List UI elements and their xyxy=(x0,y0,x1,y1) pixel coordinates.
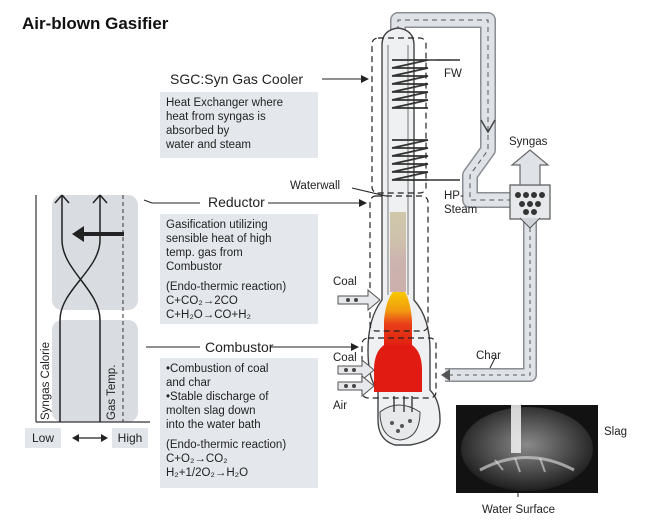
reductor-heading: Reductor xyxy=(208,194,265,210)
air-label: Air xyxy=(333,400,348,412)
syngas-filter xyxy=(509,149,551,229)
reductor-line: sensible heat of high xyxy=(166,233,272,245)
slag-label: Slag xyxy=(604,426,628,438)
combustor-flame xyxy=(374,345,422,392)
gas-temp-axis-label: Gas Temp. xyxy=(106,364,118,420)
sgc-line: absorbed by xyxy=(166,125,230,137)
combustor-description: •Combustion of coal and char •Stable dis… xyxy=(160,358,318,488)
sgc-line: water and steam xyxy=(166,139,252,151)
reductor-reaction: C+H₂O→CO+H₂ xyxy=(166,309,251,321)
syngas-label: Syngas xyxy=(509,136,548,148)
reductor-line: Gasification utilizing xyxy=(166,219,268,231)
slag-photo xyxy=(456,405,598,493)
sgc-heading: SGC:Syn Gas Cooler xyxy=(170,71,304,87)
hp-steam-label-1: HP- xyxy=(444,190,464,202)
reductor-reaction: C+CO₂→2CO xyxy=(166,295,238,307)
sgc-description: Heat Exchanger where heat from syngas is… xyxy=(160,92,318,158)
high-label: High xyxy=(112,428,148,448)
water-surface-label: Water Surface xyxy=(482,504,556,516)
combustor-line: into the water bath xyxy=(166,419,261,431)
combustor-line: •Stable discharge of xyxy=(166,391,269,403)
combustor-line: and char xyxy=(166,377,211,389)
reductor-flame xyxy=(384,292,412,345)
combustor-line: •Combustion of coal xyxy=(166,363,269,375)
reductor-line: temp. gas from xyxy=(166,247,243,259)
reductor-reaction-title: (Endo-thermic reaction) xyxy=(166,281,287,293)
combustor-reaction: H₂+1/2O₂→H₂O xyxy=(166,467,249,479)
sgc-line: Heat Exchanger where xyxy=(166,97,283,109)
reductor-line: Combustor xyxy=(166,261,223,273)
combustor-reaction-title: (Endo-thermic reaction) xyxy=(166,439,287,451)
sgc-line: heat from syngas is xyxy=(166,111,266,123)
combustor-line: molten slag down xyxy=(166,405,256,417)
combustor-heading: Combustor xyxy=(205,339,274,355)
syngas-pipe xyxy=(390,12,512,208)
fw-label: FW xyxy=(444,68,462,80)
combustor-reaction: C+O₂→CO₂ xyxy=(166,453,228,465)
coal-lower-label: Coal xyxy=(333,352,357,364)
syngas-calorie-axis-label: Syngas Calorie xyxy=(40,342,52,420)
coal-upper-label: Coal xyxy=(333,276,357,288)
reductor-description: Gasification utilizing sensible heat of … xyxy=(160,214,318,324)
waterwall-label: Waterwall xyxy=(290,180,341,192)
feed-inlets xyxy=(337,288,381,398)
hp-steam-label-2: Steam xyxy=(444,204,478,216)
gasifier-vessel xyxy=(367,27,460,446)
page-title: Air-blown Gasifier xyxy=(22,14,169,33)
low-label: Low xyxy=(25,428,61,448)
char-return-pipe xyxy=(441,220,537,382)
char-label: Char xyxy=(476,350,501,362)
calorie-temperature-graph xyxy=(35,194,150,442)
